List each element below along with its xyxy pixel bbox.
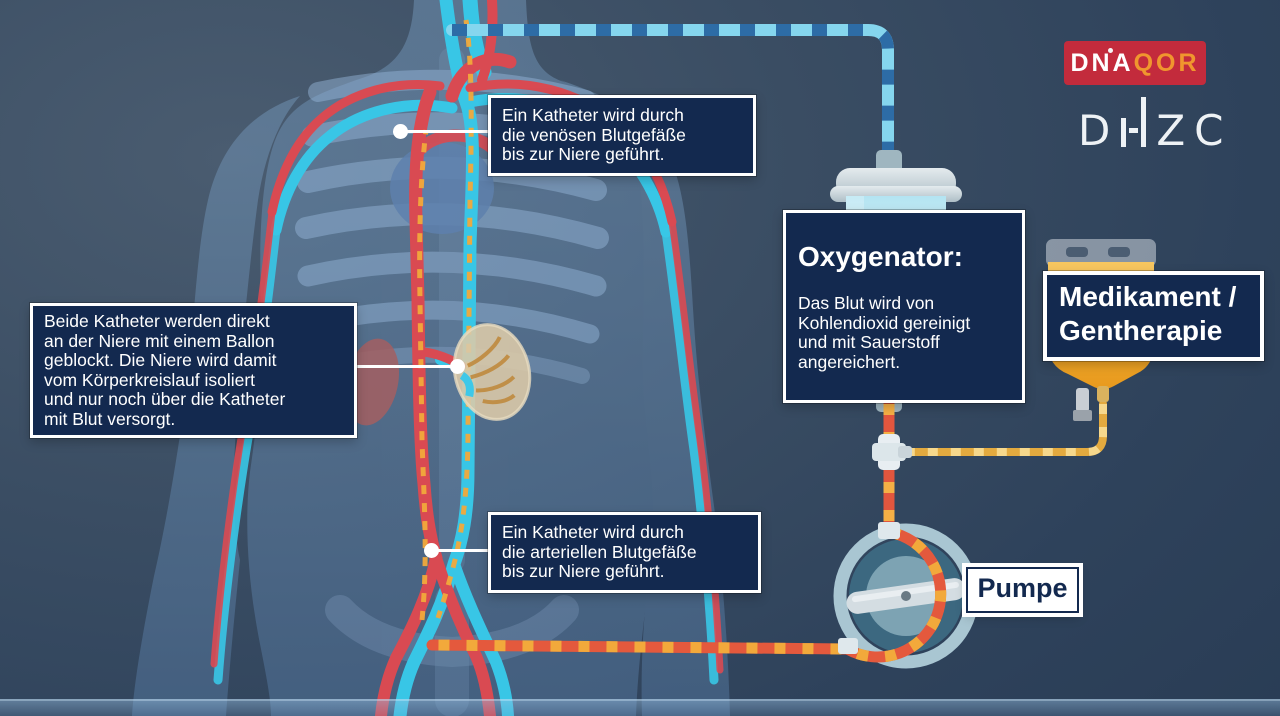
leader-dot-venous bbox=[393, 124, 408, 139]
pump-return-tube bbox=[426, 522, 947, 663]
label-pump: Pumpe bbox=[962, 563, 1083, 617]
venous-tube bbox=[446, 24, 894, 172]
leader-dot-arterial bbox=[424, 543, 439, 558]
t-junction-connector bbox=[872, 434, 912, 470]
pump-device bbox=[833, 523, 979, 669]
dnaqor-logo-qor: QOR bbox=[1133, 48, 1200, 77]
medication-label-line1: Medikament / bbox=[1059, 281, 1237, 312]
floor-strip bbox=[0, 699, 1280, 716]
leader-line-venous bbox=[400, 130, 490, 133]
leader-line-balloon bbox=[355, 365, 458, 368]
label-medication-gentherapy: Medikament / Gentherapie bbox=[1043, 271, 1264, 361]
leader-line-arterial bbox=[432, 549, 490, 552]
leader-dot-balloon bbox=[450, 359, 465, 374]
dnaqor-logo-dna: DNA bbox=[1070, 48, 1134, 77]
dhzc-logo-d: D bbox=[1078, 106, 1120, 155]
medication-tube bbox=[896, 400, 1107, 456]
dnaqor-logo-dot bbox=[1108, 48, 1113, 53]
callout-venous-catheter: Ein Katheter wird durch die venösen Blut… bbox=[488, 95, 756, 176]
medication-label-line2: Gentherapie bbox=[1059, 315, 1223, 346]
callout-balloon-blocking: Beide Katheter werden direkt an der Nier… bbox=[30, 303, 357, 438]
catheter-in-vessels bbox=[417, 19, 474, 621]
kidney-contralateral bbox=[344, 338, 400, 426]
dhzc-logo-zc: ZC bbox=[1156, 106, 1233, 155]
callout-arterial-catheter: Ein Katheter wird durch die arteriellen … bbox=[488, 512, 761, 593]
callout-oxygenator: Oxygenator: Das Blut wird von Kohlendiox… bbox=[783, 210, 1025, 403]
oxygenator-title: Oxygenator: bbox=[798, 240, 963, 272]
kidney-isolated bbox=[452, 323, 532, 421]
dhzc-logo: D ZC bbox=[1078, 97, 1232, 153]
dhzc-logo-stylized-h bbox=[1121, 97, 1147, 147]
oxygenator-description: Das Blut wird von Kohlendioxid gereinigt… bbox=[798, 293, 971, 372]
